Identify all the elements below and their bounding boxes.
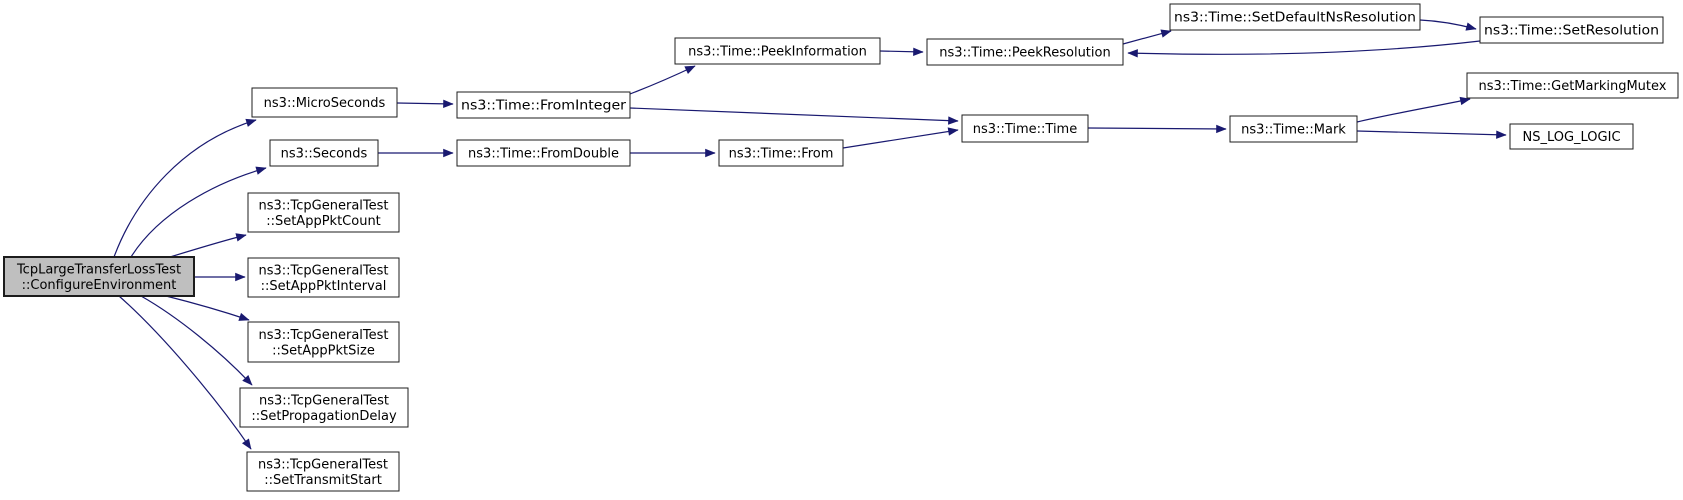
nodes: TcpLargeTransferLossTest::ConfigureEnvir… — [3, 3, 1679, 492]
node-box-settransmitstart — [246, 451, 400, 492]
node-label-setapppktinterval-line1: ns3::TcpGeneralTest — [258, 263, 388, 278]
node-label-setpropagationdelay-line1: ns3::TcpGeneralTest — [259, 393, 389, 408]
node-box-mark — [1229, 115, 1358, 143]
node-box-configureenvironment — [3, 256, 195, 297]
node-box-nsloglogic — [1509, 123, 1634, 150]
edge-mark-getmarkingmutex — [1356, 96, 1471, 123]
node-label-configureenvironment-line1: TcpLargeTransferLossTest — [16, 262, 181, 277]
node-label-peekresolution: ns3::Time::PeekResolution — [939, 46, 1110, 61]
node-seconds[interactable]: ns3::Seconds — [269, 139, 379, 167]
edge-frominteger-time — [629, 107, 959, 125]
node-box-from — [718, 139, 844, 167]
edge-configureenvironment-settransmitstart — [118, 295, 252, 450]
edge-setresolution-peekresolution — [1127, 40, 1481, 58]
node-peekinformation[interactable]: ns3::Time::PeekInformation — [674, 37, 881, 65]
edge-from-time — [842, 127, 959, 149]
node-label-setapppktinterval-line2: ::SetAppPktInterval — [261, 279, 387, 294]
edge-peekinformation-peekresolution — [879, 47, 924, 56]
node-box-setresolution — [1479, 16, 1664, 44]
node-fromdouble[interactable]: ns3::Time::FromDouble — [456, 139, 631, 167]
node-box-setapppktcount — [247, 192, 400, 233]
edge-configureenvironment-setapppktcount — [169, 233, 247, 258]
node-label-nsloglogic: NS_LOG_LOGIC — [1522, 130, 1620, 145]
edge-frominteger-peekinformation — [629, 65, 696, 95]
node-microseconds[interactable]: ns3::MicroSeconds — [251, 87, 398, 118]
node-peekresolution[interactable]: ns3::Time::PeekResolution — [926, 38, 1124, 66]
node-box-setpropagationdelay — [239, 387, 409, 428]
node-label-settransmitstart-line2: ::SetTransmitStart — [264, 473, 382, 488]
node-label-setpropagationdelay-line2: ::SetPropagationDelay — [251, 409, 397, 424]
node-settransmitstart[interactable]: ns3::TcpGeneralTest::SetTransmitStart — [246, 451, 400, 492]
node-box-setdefaultnsresolution — [1169, 3, 1421, 31]
edge-setdefaultnsresolution-setresolution — [1419, 19, 1477, 31]
node-label-peekinformation: ns3::Time::PeekInformation — [688, 45, 867, 60]
edge-configureenvironment-seconds — [130, 166, 267, 258]
node-setpropagationdelay[interactable]: ns3::TcpGeneralTest::SetPropagationDelay — [239, 387, 409, 428]
node-label-getmarkingmutex: ns3::Time::GetMarkingMutex — [1479, 79, 1667, 94]
node-getmarkingmutex[interactable]: ns3::Time::GetMarkingMutex — [1466, 72, 1679, 99]
edge-configureenvironment-microseconds — [113, 118, 257, 258]
edges — [113, 19, 1507, 450]
edge-configureenvironment-setpropagationdelay — [140, 295, 253, 386]
node-label-fromdouble: ns3::Time::FromDouble — [468, 147, 619, 162]
node-box-frominteger — [456, 91, 631, 119]
node-setapppktinterval[interactable]: ns3::TcpGeneralTest::SetAppPktInterval — [247, 257, 400, 298]
node-box-peekinformation — [674, 37, 881, 65]
node-label-seconds: ns3::Seconds — [281, 147, 368, 162]
node-box-setapppktinterval — [247, 257, 400, 298]
node-label-time: ns3::Time::Time — [973, 122, 1077, 137]
node-nsloglogic[interactable]: NS_LOG_LOGIC — [1509, 123, 1634, 150]
node-label-frominteger: ns3::Time::FromInteger — [461, 99, 627, 114]
node-mark[interactable]: ns3::Time::Mark — [1229, 115, 1358, 143]
node-label-setapppktsize-line1: ns3::TcpGeneralTest — [258, 328, 388, 343]
node-label-microseconds: ns3::MicroSeconds — [264, 96, 386, 111]
node-setresolution[interactable]: ns3::Time::SetResolution — [1479, 16, 1664, 44]
node-configureenvironment[interactable]: TcpLargeTransferLossTest::ConfigureEnvir… — [3, 256, 195, 297]
node-setapppktsize[interactable]: ns3::TcpGeneralTest::SetAppPktSize — [247, 321, 400, 363]
edge-time-mark — [1087, 124, 1227, 134]
node-box-time — [961, 114, 1089, 143]
node-box-peekresolution — [926, 38, 1124, 66]
node-box-setapppktsize — [247, 321, 400, 363]
node-time[interactable]: ns3::Time::Time — [961, 114, 1089, 143]
node-label-setapppktcount-line1: ns3::TcpGeneralTest — [258, 198, 388, 213]
node-label-setapppktsize-line2: ::SetAppPktSize — [272, 343, 375, 358]
node-setapppktcount[interactable]: ns3::TcpGeneralTest::SetAppPktCount — [247, 192, 400, 233]
node-label-setresolution: ns3::Time::SetResolution — [1484, 24, 1659, 39]
edge-microseconds-frominteger — [396, 99, 454, 109]
node-from[interactable]: ns3::Time::From — [718, 139, 844, 167]
node-label-configureenvironment-line2: ::ConfigureEnvironment — [22, 278, 177, 293]
edge-configureenvironment-setapppktsize — [165, 295, 250, 321]
node-box-getmarkingmutex — [1466, 72, 1679, 99]
node-label-setapppktcount-line2: ::SetAppPktCount — [266, 214, 381, 229]
node-setdefaultnsresolution[interactable]: ns3::Time::SetDefaultNsResolution — [1169, 3, 1421, 31]
node-box-fromdouble — [456, 139, 631, 167]
node-label-from: ns3::Time::From — [729, 147, 834, 162]
node-box-seconds — [269, 139, 379, 167]
node-label-setdefaultnsresolution: ns3::Time::SetDefaultNsResolution — [1174, 11, 1416, 26]
node-label-mark: ns3::Time::Mark — [1241, 123, 1346, 138]
edge-mark-nsloglogic — [1356, 130, 1507, 139]
node-box-microseconds — [251, 87, 398, 118]
edge-peekresolution-setdefaultnsresolution — [1122, 29, 1172, 45]
node-label-settransmitstart-line1: ns3::TcpGeneralTest — [258, 457, 388, 472]
node-frominteger[interactable]: ns3::Time::FromInteger — [456, 91, 631, 119]
